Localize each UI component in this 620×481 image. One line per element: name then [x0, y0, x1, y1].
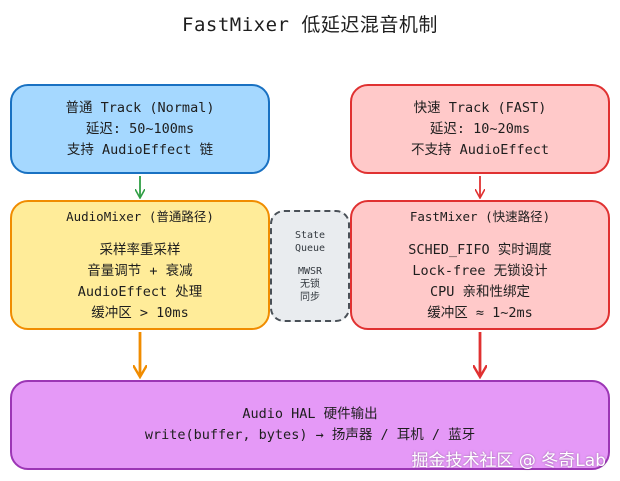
audio-hal-box: Audio HAL 硬件输出 write(buffer, bytes) → 扬声… — [10, 380, 610, 470]
normal-track-latency: 延迟: 50~100ms — [85, 120, 195, 137]
state-queue-label: 无锁 — [300, 278, 320, 290]
state-queue-label: MWSR — [297, 265, 323, 277]
fastmixer-line: SCHED_FIFO 实时调度 — [408, 241, 552, 258]
fastmixer-line: Lock-free 无锁设计 — [412, 262, 548, 279]
state-queue-label: Queue — [294, 242, 326, 254]
audiomixer-box: AudioMixer (普通路径) 采样率重采样 音量调节 + 衰减 Audio… — [10, 200, 270, 330]
audiomixer-line: 缓冲区 > 10ms — [91, 304, 189, 321]
fastmixer-heading: FastMixer (快速路径) — [409, 208, 551, 224]
state-queue-label: State — [294, 229, 326, 241]
fast-track-title: 快速 Track (FAST) — [413, 99, 547, 116]
audiomixer-line: 采样率重采样 — [99, 241, 181, 258]
audiomixer-line: AudioEffect 处理 — [77, 283, 203, 300]
normal-track-effect: 支持 AudioEffect 链 — [66, 141, 214, 158]
audiomixer-heading: AudioMixer (普通路径) — [66, 208, 214, 224]
diagram-title: FastMixer 低延迟混音机制 — [182, 14, 438, 36]
fastmixer-line: CPU 亲和性绑定 — [429, 283, 530, 300]
fastmixer-line: 缓冲区 ≈ 1~2ms — [427, 304, 533, 321]
normal-track-box: 普通 Track (Normal) 延迟: 50~100ms 支持 AudioE… — [10, 84, 270, 174]
audio-hal-output: write(buffer, bytes) → 扬声器 / 耳机 / 蓝牙 — [144, 427, 476, 443]
fast-track-effect: 不支持 AudioEffect — [410, 141, 550, 158]
audio-hal-title: Audio HAL 硬件输出 — [242, 406, 378, 422]
fastmixer-box: FastMixer (快速路径) SCHED_FIFO 实时调度 Lock-fr… — [350, 200, 610, 330]
state-queue-label: 同步 — [300, 291, 320, 303]
audiomixer-line: 音量调节 + 衰减 — [87, 262, 193, 279]
state-queue-box: State Queue MWSR 无锁 同步 — [270, 210, 350, 322]
fast-track-box: 快速 Track (FAST) 延迟: 10~20ms 不支持 AudioEff… — [350, 84, 610, 174]
fast-track-latency: 延迟: 10~20ms — [429, 120, 531, 137]
normal-track-title: 普通 Track (Normal) — [65, 99, 215, 116]
watermark-text: 掘金技术社区 @ 冬奇Lab — [411, 451, 607, 471]
